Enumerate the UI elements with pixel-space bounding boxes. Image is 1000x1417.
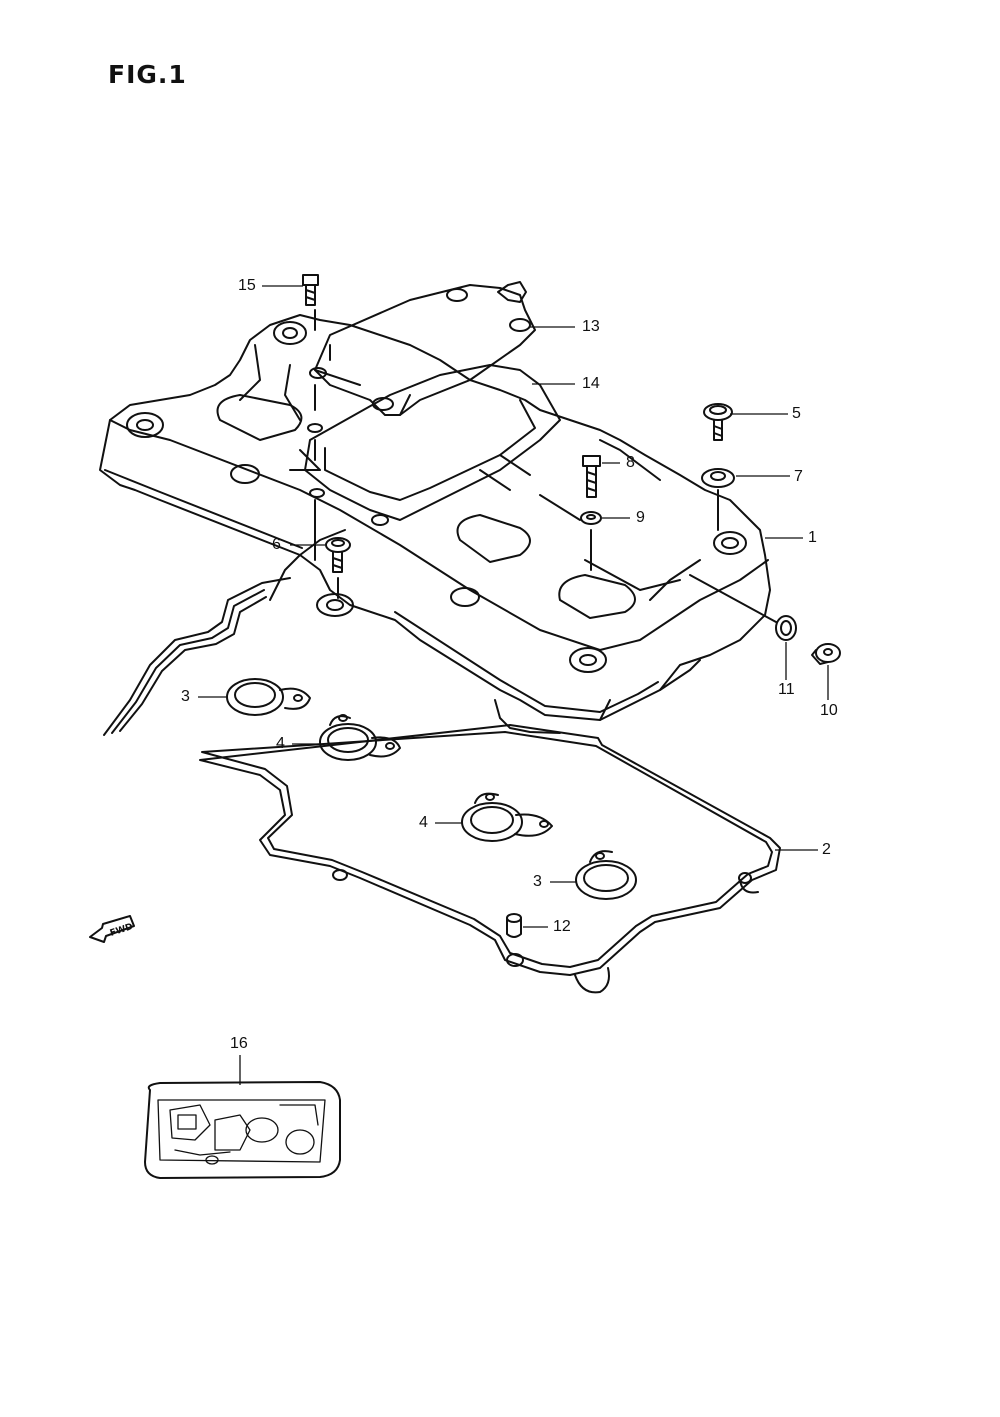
washer-7: [701, 468, 735, 488]
bolt-15: [302, 274, 319, 306]
callout-12: 12: [553, 918, 571, 935]
cap-bolt-5: [703, 403, 733, 441]
bolt-6: [325, 537, 351, 573]
callout-3-lower: 3: [533, 873, 542, 890]
callout-4-upper: 4: [276, 735, 285, 752]
callout-9: 9: [636, 509, 645, 526]
cylinder-head-cover: [99, 314, 771, 734]
head-cover-gasket: [103, 577, 781, 994]
callout-4-lower: 4: [419, 814, 428, 831]
callout-10: 10: [820, 702, 838, 719]
plug-seal-4a: [319, 714, 401, 761]
callout-16: 16: [230, 1035, 248, 1052]
plug-seal-4b: [461, 792, 553, 842]
fwd-arrow-icon: [89, 915, 135, 943]
callout-3-upper: 3: [181, 688, 190, 705]
bolt-8: [582, 455, 601, 498]
callout-11: 11: [778, 681, 795, 698]
callout-13: 13: [582, 318, 600, 335]
o-ring-11-guide: [689, 574, 777, 623]
leader-lines: [198, 285, 829, 1085]
plug-seal-3a: [226, 678, 311, 716]
callout-5: 5: [792, 405, 801, 422]
callout-1: 1: [808, 529, 817, 546]
breather-cover-gasket: [304, 364, 561, 526]
callout-7: 7: [794, 468, 803, 485]
callout-8: 8: [626, 454, 635, 471]
breather-cover: [309, 281, 536, 416]
callout-14: 14: [582, 375, 600, 392]
callout-2: 2: [822, 841, 831, 858]
callout-6: 6: [272, 536, 281, 553]
plug-10: [811, 643, 841, 665]
gasket-set-16: [144, 1081, 341, 1179]
figure-title: FIG.1: [108, 60, 187, 89]
o-ring-11: [775, 615, 797, 641]
washer-9: [580, 511, 602, 525]
plug-seal-3b: [575, 850, 637, 900]
dowel-pin-12: [506, 913, 522, 938]
callout-15: 15: [238, 277, 256, 294]
